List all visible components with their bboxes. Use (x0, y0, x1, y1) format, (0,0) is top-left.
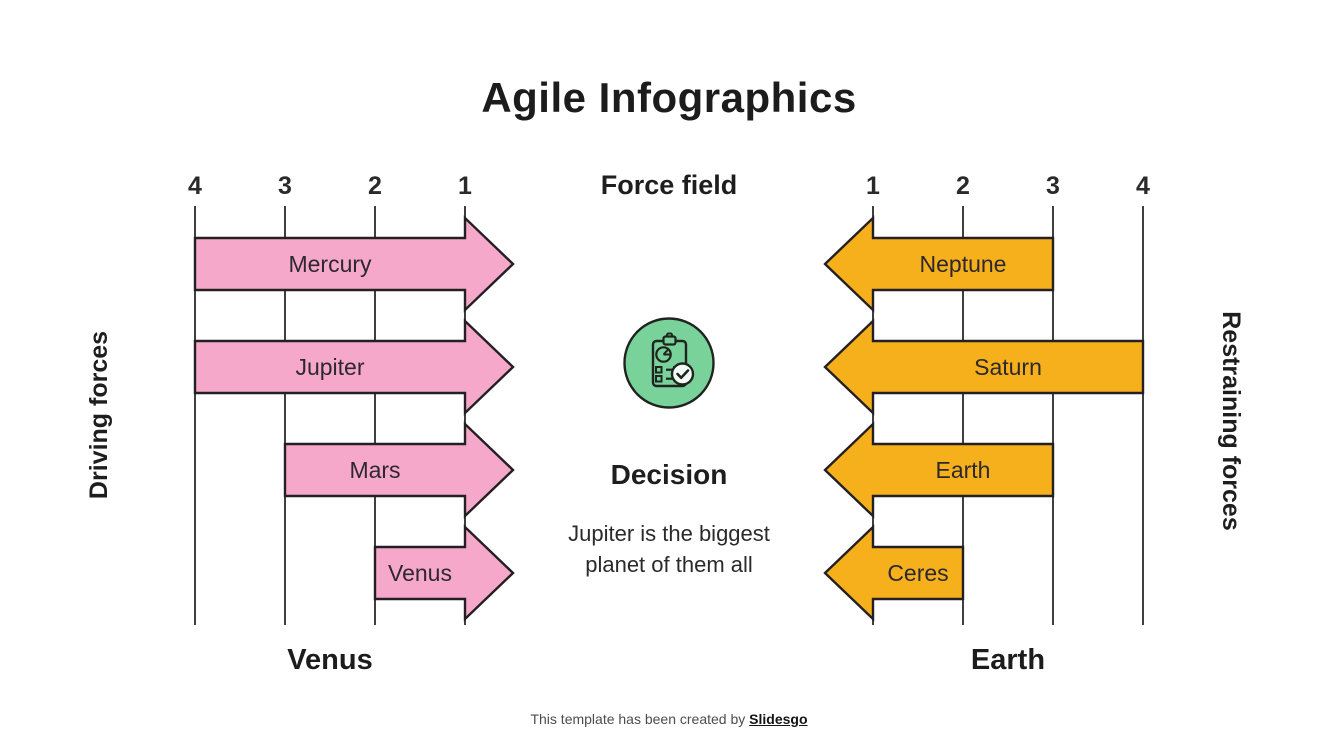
svg-text:2: 2 (956, 172, 970, 200)
svg-text:Venus: Venus (388, 560, 452, 586)
svg-text:Mars: Mars (349, 457, 400, 483)
svg-text:2: 2 (368, 172, 382, 200)
svg-text:3: 3 (278, 172, 292, 200)
right-chart-bottom-label: Earth (970, 644, 1046, 676)
svg-text:Saturn: Saturn (974, 354, 1042, 380)
svg-text:4: 4 (1136, 172, 1150, 200)
decision-heading: Decision (610, 459, 728, 490)
svg-text:Mercury: Mercury (288, 251, 372, 277)
svg-text:Jupiter: Jupiter (295, 354, 364, 380)
driving-forces-axis-label: Driving forces (85, 330, 113, 500)
clipboard-check-icon (622, 316, 716, 410)
svg-text:Earth: Earth (936, 457, 991, 483)
svg-text:3: 3 (1046, 172, 1060, 200)
svg-text:Ceres: Ceres (887, 560, 948, 586)
slidesgo-link[interactable]: Slidesgo (749, 711, 808, 727)
svg-text:1: 1 (866, 172, 880, 200)
decision-text: Jupiter is the biggest planet of them al… (568, 521, 770, 577)
svg-text:4: 4 (188, 172, 202, 200)
svg-text:Neptune: Neptune (920, 251, 1007, 277)
svg-text:1: 1 (458, 172, 472, 200)
left-chart-bottom-label: Venus (287, 644, 373, 676)
force-field-heading: Force field (600, 170, 738, 200)
footer-credit: This template has been created by Slides… (0, 711, 1338, 727)
slide-title: Agile Infographics (481, 74, 857, 121)
footer-credit-text: This template has been created by (530, 711, 746, 727)
restraining-forces-axis-label: Restraining forces (1217, 311, 1245, 531)
